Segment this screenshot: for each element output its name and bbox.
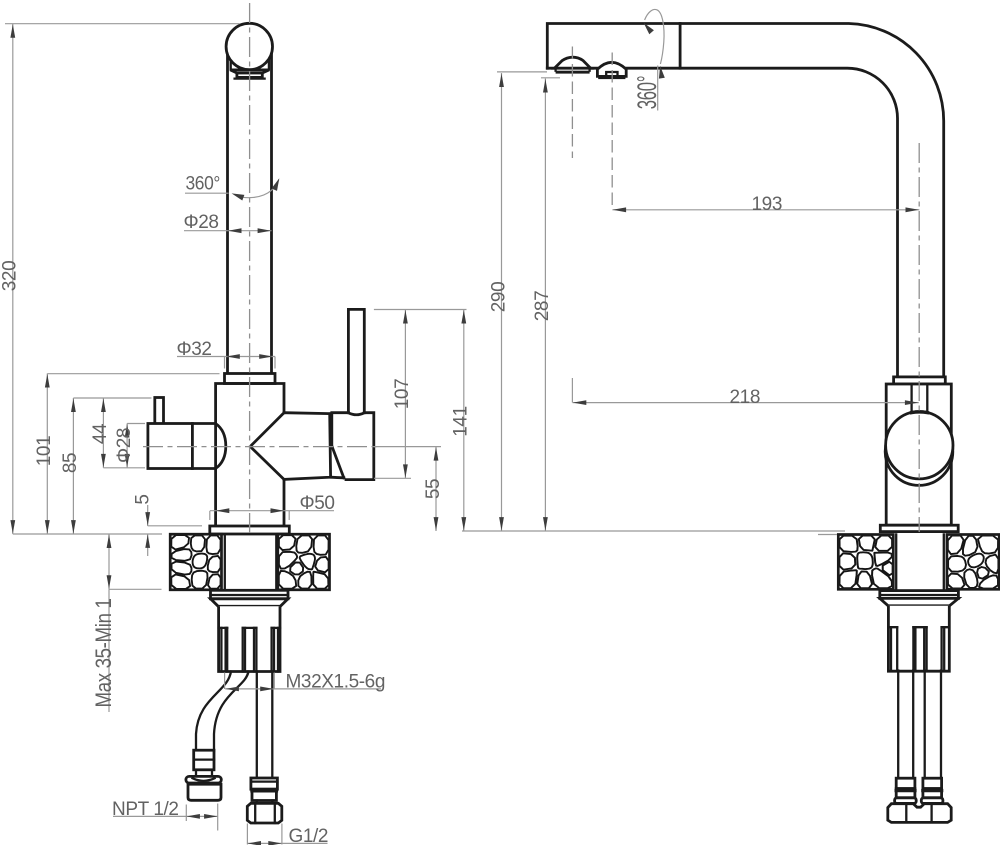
svg-text:Φ50: Φ50 — [300, 493, 335, 514]
svg-text:360°: 360° — [186, 174, 221, 195]
svg-text:Max 35-Min 1: Max 35-Min 1 — [91, 598, 116, 707]
svg-text:193: 193 — [752, 194, 783, 215]
svg-text:287: 287 — [532, 291, 553, 322]
svg-text:218: 218 — [730, 387, 761, 408]
svg-text:NPT 1/2: NPT 1/2 — [112, 799, 179, 820]
svg-text:44: 44 — [90, 423, 111, 444]
svg-text:360°: 360° — [632, 76, 662, 110]
svg-text:101: 101 — [34, 436, 55, 467]
svg-text:85: 85 — [60, 453, 81, 473]
svg-text:5: 5 — [132, 495, 153, 505]
svg-text:M32X1.5-6g: M32X1.5-6g — [286, 671, 386, 692]
svg-text:141: 141 — [451, 406, 472, 437]
svg-text:G1/2: G1/2 — [289, 826, 329, 845]
svg-text:290: 290 — [488, 282, 509, 313]
svg-text:320: 320 — [0, 261, 21, 292]
svg-text:Φ28: Φ28 — [114, 428, 135, 463]
svg-text:Φ28: Φ28 — [184, 212, 219, 233]
svg-text:Φ32: Φ32 — [177, 339, 212, 360]
svg-text:107: 107 — [392, 379, 413, 410]
svg-text:55: 55 — [423, 479, 444, 499]
